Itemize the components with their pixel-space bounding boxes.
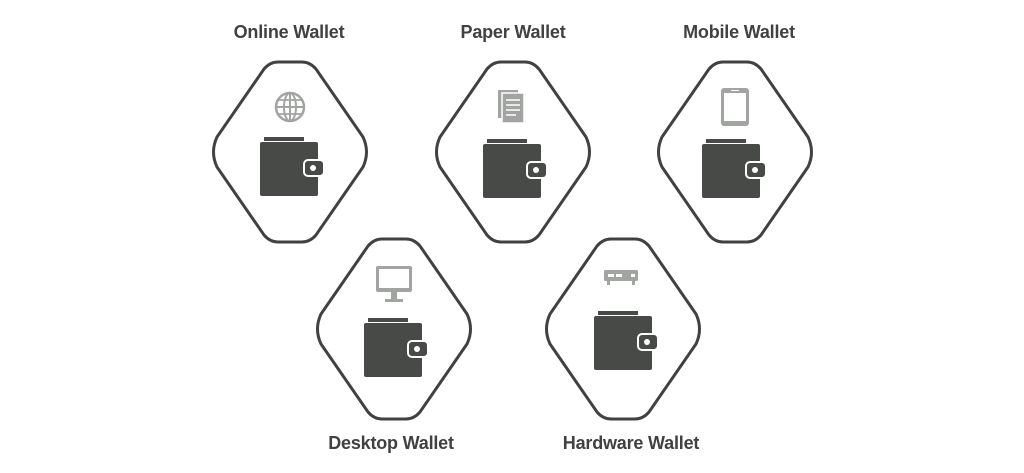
hardware-wallet-label: Hardware Wallet [562,433,700,453]
wallet-icon [483,139,548,198]
wallet-icon [260,137,325,196]
wallet-icon [702,139,767,198]
paper-document-icon [498,90,525,124]
paper-wallet-label: Paper Wallet [460,22,566,42]
desktop-wallet-hexagon [309,234,479,424]
wallet-icon [364,318,429,377]
hardware-device-icon [604,270,638,285]
hardware-wallet-hexagon [538,234,708,424]
mobile-wallet-hexagon [650,57,820,247]
globe-icon [274,91,306,123]
online-wallet-label: Online Wallet [233,22,345,42]
desktop-wallet-label: Desktop Wallet [328,433,454,453]
mobile-wallet-label: Mobile Wallet [683,22,795,42]
desktop-monitor-icon [376,266,412,302]
paper-wallet-hexagon [428,57,598,247]
wallet-icon [594,311,659,370]
mobile-phone-icon [721,88,749,126]
online-wallet-hexagon [205,57,375,247]
